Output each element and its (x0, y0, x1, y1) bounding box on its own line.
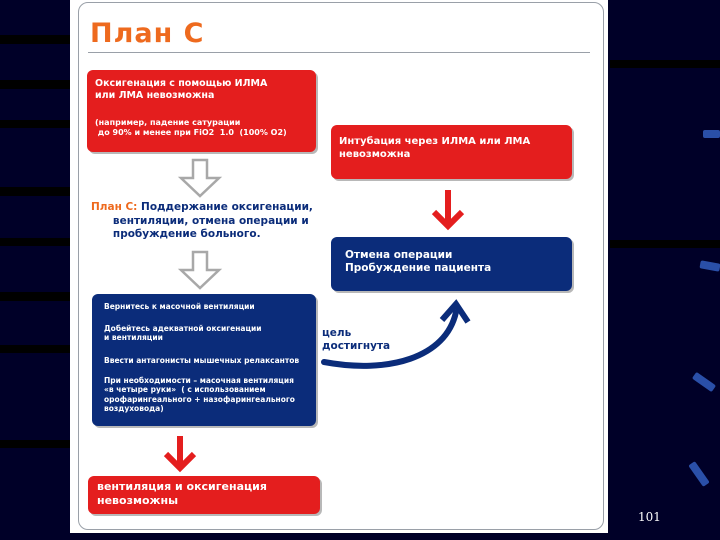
slide-frame (78, 2, 604, 530)
page-number: 101 (638, 510, 661, 524)
hollow-down-arrow-icon (177, 250, 223, 290)
oxygenation-impossible-heading: Оксигенация с помощью ИЛМА или ЛМА невоз… (95, 78, 268, 101)
step-relaxant-antagonists: Ввести антагонисты мышечных релаксантов (104, 356, 300, 365)
ventilation-impossible-box: вентиляция и оксигенация невозможны (88, 476, 320, 514)
step-adequate-oxygenation: Добейтесь адекватной оксигенации и венти… (104, 324, 262, 343)
cancel-operation-text: Отмена операции Пробуждение пациента (345, 249, 492, 275)
intubation-impossible-text: Интубация через ИЛМА или ЛМА невозможна (339, 136, 531, 160)
plan-c-description: План С: Поддержание оксигенации, вентиля… (91, 201, 313, 242)
background-accent (699, 260, 720, 272)
background-stripe (0, 292, 70, 301)
ventilation-impossible-text: вентиляция и оксигенация невозможны (97, 480, 267, 507)
background-stripe (0, 120, 70, 128)
plan-c-steps-box: Вернитесь к масочной вентиляции Добейтес… (92, 294, 316, 426)
oxygenation-impossible-note: (например, падение сатурации до 90% и ме… (95, 118, 287, 137)
oxygenation-impossible-box: Оксигенация с помощью ИЛМА или ЛМА невоз… (87, 70, 316, 152)
red-down-arrow-icon (163, 436, 197, 473)
cancel-operation-box: Отмена операции Пробуждение пациента (331, 237, 572, 291)
title-divider (88, 52, 590, 53)
plan-c-text: Поддержание оксигенации, вентиляции, отм… (112, 201, 313, 241)
plan-c-label: План С: (91, 201, 138, 213)
background-stripe (0, 187, 70, 196)
background-stripe (0, 440, 70, 448)
step-four-hand-ventilation: При необходимости – масочная вентиляция … (104, 376, 295, 414)
background-stripe (0, 35, 70, 44)
goal-achieved-label: цель достигнута (322, 327, 391, 353)
slide-title: План С (90, 18, 205, 49)
background-stripe (0, 238, 70, 246)
background-stripe (0, 80, 70, 89)
background-stripe (610, 240, 720, 248)
intubation-impossible-box: Интубация через ИЛМА или ЛМА невозможна (331, 125, 572, 179)
background-accent (703, 130, 720, 138)
hollow-down-arrow-icon (177, 158, 223, 198)
background-accent (688, 461, 710, 487)
step-return-mask-ventilation: Вернитесь к масочной вентиляции (104, 302, 255, 311)
red-down-arrow-icon (431, 190, 465, 231)
background-stripe (0, 345, 70, 353)
background-stripe (610, 60, 720, 68)
background-accent (691, 371, 717, 393)
curved-up-arrow-icon (321, 299, 471, 369)
